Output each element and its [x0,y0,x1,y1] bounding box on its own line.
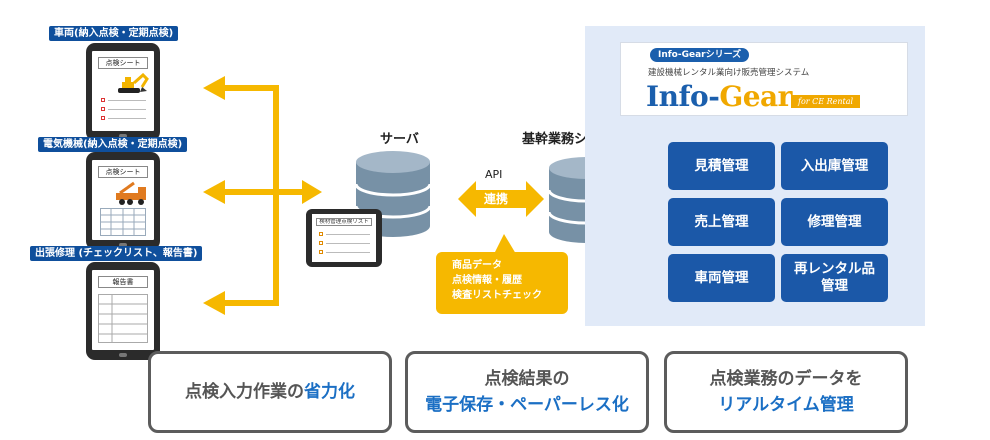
arrow-head-left-icon [203,76,225,100]
logo-info: Info [646,80,709,113]
benefit-box: 点検結果の 電子保存・ペーパーレス化 [405,351,649,433]
module-repair: 修理管理 [781,198,888,246]
product-logo: Info-Gear [646,80,792,113]
module-inout: 入出庫管理 [781,142,888,190]
sheet-title: 点検シート [98,57,148,69]
grid-table-icon [100,208,146,236]
report-table-icon [98,294,148,343]
module-sales: 売上管理 [668,198,775,246]
callout-line: 商品データ [452,260,502,271]
benefit-text: 点検業務のデータを [709,369,863,389]
device-label-vehicle: 車両(納入点検・定期点検) [49,26,179,41]
callout-pointer [494,234,516,254]
tablet-electric: 点検シート [86,152,160,250]
arrow-branch-mid [222,189,276,195]
arrow-head-left-icon [203,180,225,204]
logo-dash: - [708,80,720,113]
benefit-line: 点検入力作業の省力化 [185,379,355,405]
tablet-vehicle: 点検シート [86,43,160,141]
logo-rental-tag: for CE Rental [791,95,861,108]
callout-line: 検査リストチェック [452,290,542,301]
benefit-highlight: 省力化 [304,382,355,402]
module-vehicle: 車両管理 [668,254,775,302]
tablet-list-title: 検材管理点検リスト [316,218,372,226]
api-link-label: 連携 [484,192,509,206]
benefit-box: 点検業務のデータを リアルタイム管理 [664,351,908,433]
arrow-branch-bottom [222,300,276,306]
arrow-head-right-icon [302,180,322,204]
callout-box [436,252,568,314]
excavator-icon [118,73,149,93]
arrow-trunk [273,85,279,306]
callout-text: 商品データ 点検情報・履歴 検査リストチェック [452,258,542,303]
module-estimate: 見積管理 [668,142,775,190]
benefit-text: 点検入力作業の [185,382,304,402]
callout-line: 点検情報・履歴 [452,275,522,286]
server-label: サーバ [380,132,419,147]
product-subtitle: 建設機械レンタル業向け販売管理システム [648,68,810,78]
api-label: API [485,168,503,181]
logo-gear: Gear [719,80,792,113]
sheet-title: 点検シート [98,166,148,178]
benefit-highlight: リアルタイム管理 [718,395,854,415]
crane-truck-icon [116,181,146,205]
module-rerental: 再レンタル品 管理 [781,254,888,302]
tablet-repair: 報告書 [86,262,160,360]
benefit-box: 点検入力作業の省力化 [148,351,392,433]
api-double-arrow-icon [458,181,544,217]
device-label-electric: 電気機械(納入点検・定期点検) [38,137,188,152]
arrow-branch-top [222,85,276,91]
benefit-highlight: 電子保存・ペーパーレス化 [425,395,629,415]
arrow-head-left-icon [203,291,225,315]
arrow-to-server [276,189,306,195]
sheet-title: 報告書 [98,276,148,288]
benefit-text: 点検結果の [484,369,570,389]
product-series-badge: Info-Gearシリーズ [650,48,750,62]
server-tablet: 検材管理点検リスト [306,209,382,267]
device-label-repair: 出張修理 (チェックリスト、報告書) [30,246,203,261]
